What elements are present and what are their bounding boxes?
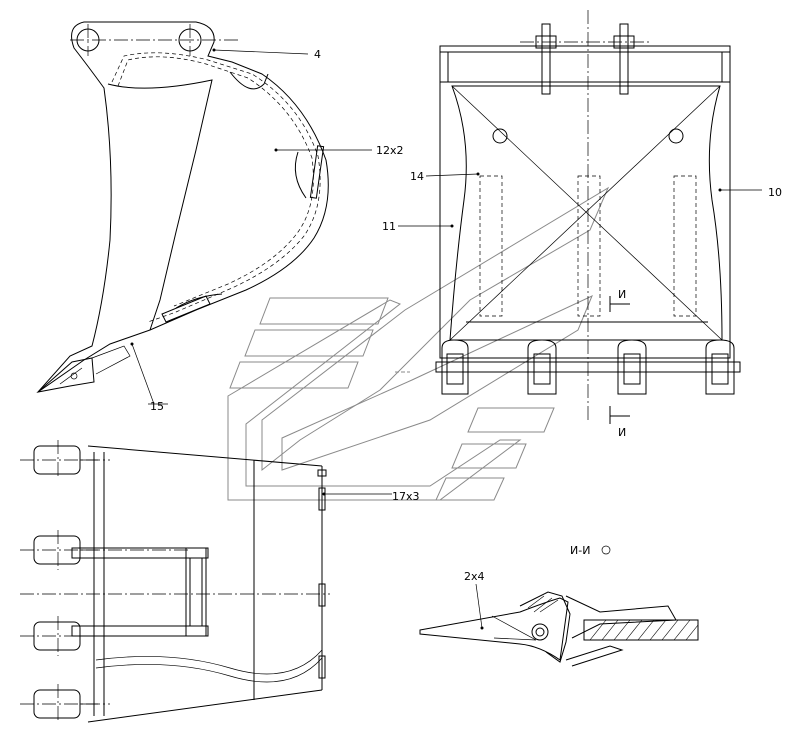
section-scale-icon — [601, 545, 611, 555]
callout-17x3: 17x3 — [392, 490, 420, 503]
bucket-plan-view — [20, 440, 330, 723]
front-view-callouts: 14 11 10 — [382, 170, 782, 233]
watermark-logo — [227, 186, 610, 501]
front-teeth — [441, 339, 735, 395]
callout-4: 4 — [314, 48, 321, 61]
callout-2x4: 2x4 — [464, 570, 485, 583]
side-view-callouts: 4 12x2 15 — [130, 48, 404, 413]
section-view-callouts: 2x4 — [464, 570, 485, 630]
callout-10: 10 — [768, 186, 782, 199]
callout-12x2: 12x2 — [376, 144, 404, 157]
callout-11: 11 — [382, 220, 396, 233]
callout-15: 15 — [150, 400, 164, 413]
section-markers: И И — [618, 288, 626, 439]
section-view: И-И — [419, 544, 699, 667]
section-marker-bottom: И — [618, 426, 626, 439]
bucket-side-view — [36, 21, 329, 393]
plan-view-callouts: 17x3 — [322, 490, 420, 503]
lip-hatch — [589, 619, 699, 641]
section-marker-top: И — [618, 288, 626, 301]
callout-14: 14 — [410, 170, 424, 183]
section-view-title: И-И — [570, 544, 590, 557]
bucket-front-view — [435, 10, 741, 424]
plan-teeth — [33, 445, 98, 719]
